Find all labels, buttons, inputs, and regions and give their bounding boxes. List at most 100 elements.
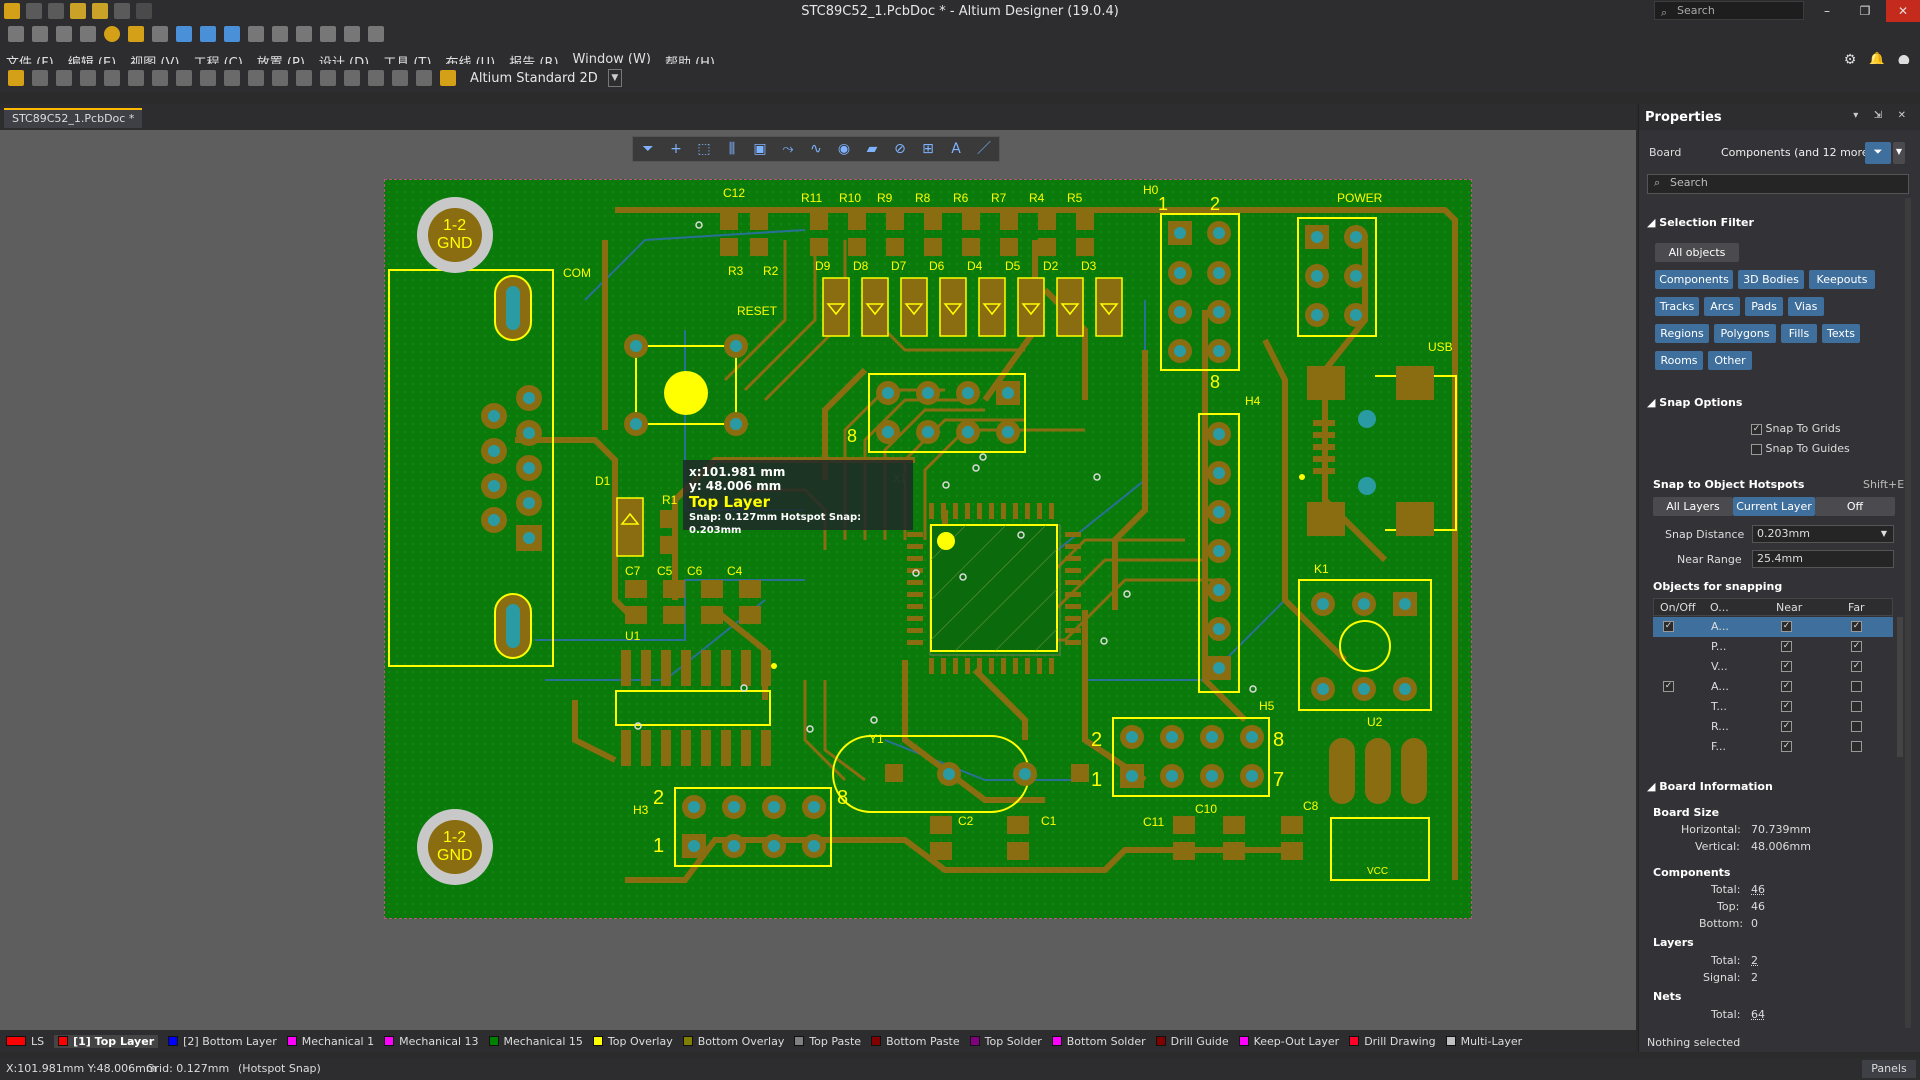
clear-filter-icon[interactable] <box>368 70 384 86</box>
redo-icon[interactable] <box>416 70 432 86</box>
layer-tab[interactable]: Bottom Overlay <box>682 1035 784 1048</box>
snap-options-heading[interactable]: ◢ Snap Options <box>1647 396 1743 409</box>
multi-route-icon[interactable] <box>80 26 96 42</box>
route-icon[interactable] <box>8 26 24 42</box>
filter-keepouts[interactable]: Keepouts <box>1809 270 1875 289</box>
via-icon[interactable] <box>128 26 144 42</box>
snapping-table-scrollbar[interactable] <box>1897 617 1903 757</box>
save-all-icon[interactable] <box>48 3 64 19</box>
layer-tab[interactable]: Mechanical 15 <box>488 1035 583 1048</box>
all-objects-button[interactable]: All objects <box>1655 243 1739 262</box>
redo-icon[interactable] <box>136 3 152 19</box>
pad-icon[interactable] <box>104 26 120 42</box>
filter-components[interactable]: Components <box>1655 270 1733 289</box>
component-icon[interactable]: ▣ <box>753 141 767 157</box>
filter-icon[interactable]: ⏷ <box>1865 142 1891 164</box>
layer-tab[interactable]: Top Solder <box>969 1035 1042 1048</box>
filter-vias[interactable]: Vias <box>1788 297 1824 316</box>
diff-pair-icon[interactable]: ∿ <box>810 141 822 157</box>
layer-tab[interactable]: [1] Top Layer <box>54 1034 159 1048</box>
layer-tab[interactable]: Drill Guide <box>1155 1035 1229 1048</box>
snapping-table-row[interactable]: ✓A...✓ <box>1653 677 1893 697</box>
layer-tab[interactable]: Top Paste <box>794 1035 861 1048</box>
snap-to-guides-checkbox[interactable]: Snap To Guides <box>1751 442 1850 455</box>
selection-filter-heading[interactable]: ◢ Selection Filter <box>1647 216 1754 229</box>
close-button[interactable]: ✕ <box>1886 0 1920 22</box>
panel-controls[interactable]: ▾ ⇲ ✕ <box>1853 110 1912 121</box>
open-project-icon[interactable] <box>92 3 108 19</box>
filter-other[interactable]: Other <box>1708 351 1752 370</box>
interactive-route-icon[interactable] <box>32 26 48 42</box>
snapping-table-row[interactable]: F...✓ <box>1653 737 1893 757</box>
panels-button[interactable]: Panels <box>1862 1060 1916 1078</box>
filter-regions[interactable]: Regions <box>1655 324 1709 343</box>
string-icon[interactable] <box>224 26 240 42</box>
snap-distance-select[interactable]: 0.203mm▼ <box>1752 525 1894 543</box>
chevron-down-icon[interactable]: ▼ <box>1893 142 1905 164</box>
far-checkbox[interactable] <box>1851 741 1862 752</box>
far-checkbox[interactable]: ✓ <box>1851 661 1862 672</box>
filter-pads[interactable]: Pads <box>1745 297 1783 316</box>
near-checkbox[interactable]: ✓ <box>1781 721 1792 732</box>
dimension-icon[interactable] <box>320 26 336 42</box>
layers-total-value[interactable]: 2 <box>1751 954 1758 967</box>
arc-icon[interactable] <box>152 26 168 42</box>
layer-tab[interactable]: Drill Drawing <box>1349 1035 1436 1048</box>
near-checkbox[interactable]: ✓ <box>1781 701 1792 712</box>
rubber-stamp-icon[interactable] <box>272 70 288 86</box>
print-icon[interactable] <box>56 70 72 86</box>
select-rect-icon[interactable]: ⬚ <box>697 141 711 157</box>
polygon-icon[interactable] <box>200 26 216 42</box>
snap-mode-off[interactable]: Off <box>1815 497 1895 516</box>
layer-tab[interactable]: Bottom Paste <box>871 1035 960 1048</box>
component-icon[interactable] <box>248 26 264 42</box>
layer-tab[interactable]: Mechanical 1 <box>286 1035 374 1048</box>
far-checkbox[interactable]: ✓ <box>1851 641 1862 652</box>
near-checkbox[interactable]: ✓ <box>1781 661 1792 672</box>
snapping-table-row[interactable]: P...✓✓ <box>1653 637 1893 657</box>
save-icon[interactable] <box>32 70 48 86</box>
near-checkbox[interactable]: ✓ <box>1781 741 1792 752</box>
align-icon[interactable] <box>272 26 288 42</box>
filter-fills[interactable]: Fills <box>1781 324 1817 343</box>
far-checkbox[interactable]: ✓ <box>1851 621 1862 632</box>
global-search-input[interactable]: ⌕ Search <box>1654 1 1804 20</box>
restore-button[interactable]: ❐ <box>1859 4 1871 18</box>
document-tab[interactable]: STC89C52_1.PcbDoc * <box>4 108 143 128</box>
comp-total-value[interactable]: 46 <box>1751 883 1765 896</box>
snapping-table-row[interactable]: V...✓✓ <box>1653 657 1893 677</box>
zoom-filter-icon[interactable] <box>176 70 192 86</box>
diff-pair-icon[interactable] <box>56 26 72 42</box>
zoom-selected-icon[interactable] <box>152 70 168 86</box>
snapping-table-row[interactable]: ✓A...✓✓ <box>1653 617 1893 637</box>
open-icon[interactable] <box>8 70 24 86</box>
line-icon[interactable]: ／ <box>977 141 991 157</box>
arrange-icon[interactable] <box>296 26 312 42</box>
far-checkbox[interactable] <box>1851 681 1862 692</box>
near-checkbox[interactable]: ✓ <box>1781 641 1792 652</box>
filter-arcs[interactable]: Arcs <box>1704 297 1740 316</box>
cut-icon[interactable] <box>200 70 216 86</box>
undo-icon[interactable] <box>114 3 130 19</box>
board-info-heading[interactable]: ◢ Board Information <box>1647 780 1773 793</box>
paste-icon[interactable] <box>248 70 264 86</box>
layer-tab[interactable]: Mechanical 13 <box>384 1035 479 1048</box>
nets-total-value[interactable]: 64 <box>1751 1008 1765 1021</box>
snapping-table-row[interactable]: R...✓ <box>1653 717 1893 737</box>
save-icon[interactable] <box>26 3 42 19</box>
copy-icon[interactable] <box>224 70 240 86</box>
near-range-input[interactable]: 25.4mm <box>1752 550 1894 568</box>
fill-icon[interactable]: ▰ <box>866 141 878 157</box>
snap-mode-current-layer[interactable]: Current Layer <box>1733 497 1815 516</box>
open-folder-icon[interactable] <box>70 3 86 19</box>
fill-icon[interactable] <box>176 26 192 42</box>
view-config-select[interactable]: Altium Standard 2D ▼ <box>470 69 622 87</box>
measure-icon[interactable]: ⊞ <box>922 141 934 157</box>
filter-3d-bodies[interactable]: 3D Bodies <box>1738 270 1804 289</box>
menu-window[interactable]: Window (W) <box>572 52 651 67</box>
filter-tracks[interactable]: Tracks <box>1655 297 1699 316</box>
snap-mode-all-layers[interactable]: All Layers <box>1653 497 1733 516</box>
via-icon[interactable]: ◉ <box>837 141 851 157</box>
snapping-table-row[interactable]: T...✓ <box>1653 697 1893 717</box>
